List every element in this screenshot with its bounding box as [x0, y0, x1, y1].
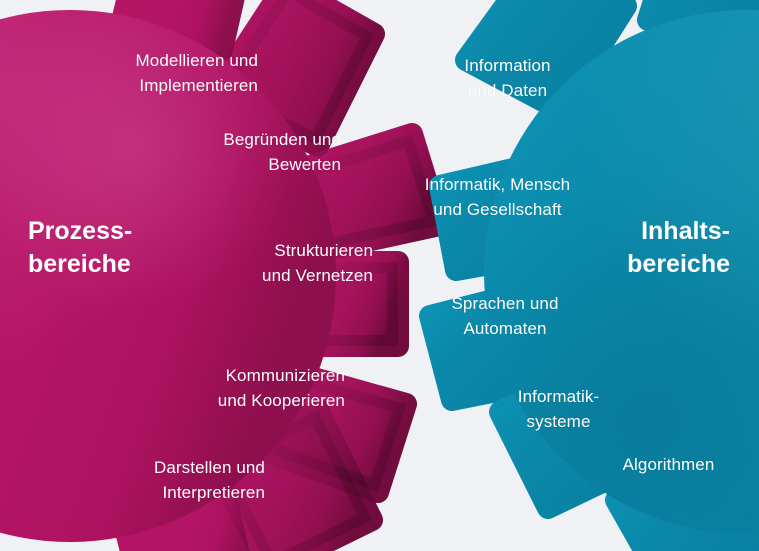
process-area-darstellen-interpretieren: Darstellen und Interpretieren [153, 458, 265, 502]
left-gear-heading: Prozess- bereiche [28, 217, 133, 278]
content-area-algorithmen: Algorithmen [622, 455, 715, 474]
process-area-modellieren-implementieren: Modellieren und Implementieren [135, 51, 258, 95]
content-area-sprachen-automaten: Sprachen und Automaten [451, 294, 559, 338]
content-area-informatiksysteme: Informatik- systeme [517, 387, 600, 431]
process-area-begruenden-bewerten: Begründen und Bewerten [223, 130, 341, 174]
process-area-kommunizieren-kooperieren: Kommunizieren und Kooperieren [217, 366, 345, 410]
content-area-informatik-mensch-gesellschaft: Informatik, Mensch und Gesellschaft [424, 175, 571, 219]
left-gear-shape [0, 0, 451, 551]
process-area-strukturieren-vernetzen: Strukturieren und Vernetzen [262, 241, 373, 285]
right-gear-heading: Inhalts- bereiche [627, 217, 730, 278]
right-gear-shape [419, 0, 759, 551]
content-area-information-daten: Information und Daten [464, 56, 551, 100]
